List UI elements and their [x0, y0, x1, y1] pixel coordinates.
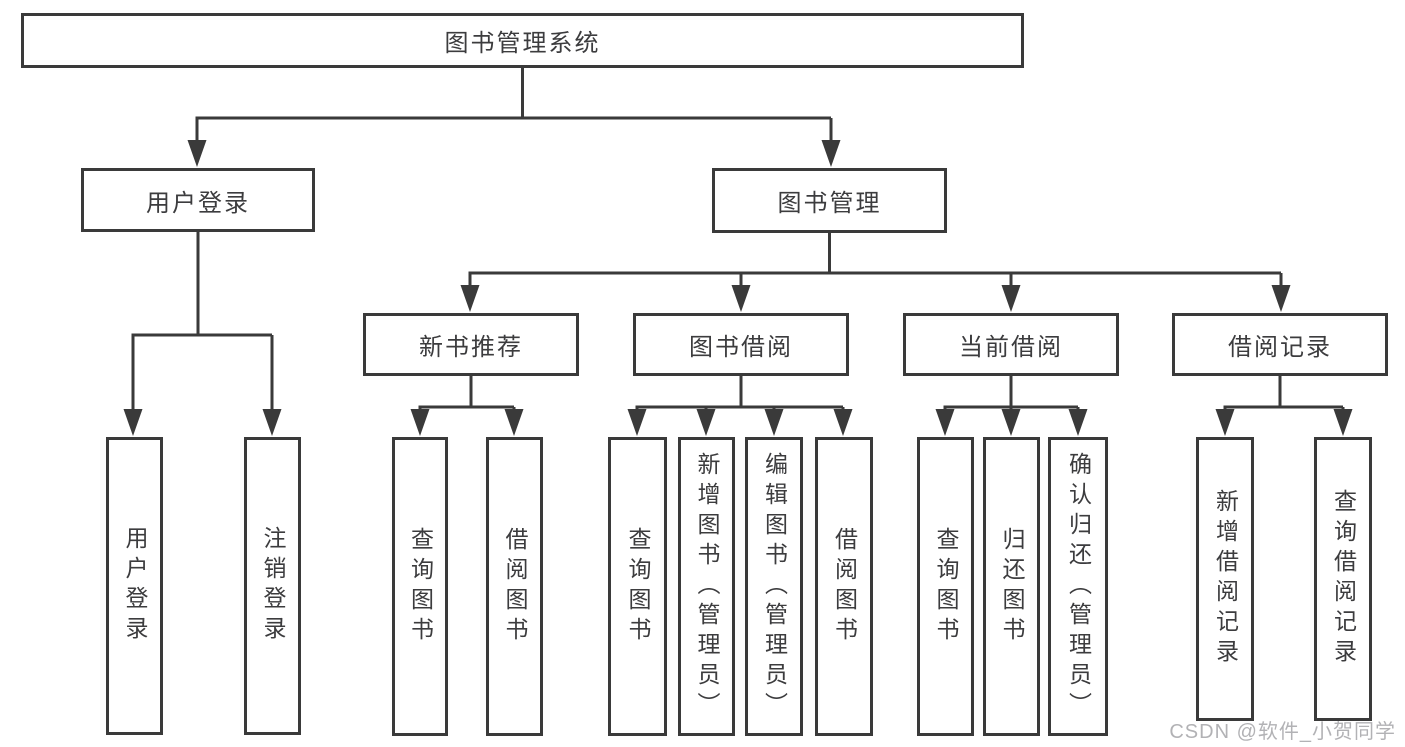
arrow-head-icon — [696, 409, 716, 436]
arrow-head-icon — [410, 409, 430, 436]
arrow-head-icon — [1215, 409, 1235, 436]
node-return-book: 归还图书 — [983, 437, 1040, 736]
node-label: 图书借阅 — [689, 334, 793, 361]
connector — [468, 233, 1283, 289]
node-confirm-return-admin: 确认归还（管理员） — [1048, 437, 1108, 736]
node-query-book-borrow: 查询图书 — [608, 437, 667, 736]
node-book-borrowing: 图书借阅 — [633, 313, 849, 376]
node-label: 借阅图书 — [831, 526, 858, 647]
arrow-head-icon — [821, 140, 841, 167]
node-label: 新书推荐 — [419, 334, 523, 361]
node-add-book-admin: 新增图书（管理员） — [678, 437, 735, 736]
arrow-head-icon — [1068, 409, 1088, 436]
arrow-head-icon — [187, 140, 207, 167]
node-query-book-rec: 查询图书 — [392, 437, 448, 736]
node-label: 借阅记录 — [1228, 334, 1332, 361]
arrow-head-icon — [460, 285, 480, 312]
node-new-book-recommend: 新书推荐 — [363, 313, 579, 376]
node-query-borrow-record: 查询借阅记录 — [1314, 437, 1372, 721]
node-label: 用户登录 — [122, 526, 148, 646]
arrow-head-icon — [833, 409, 853, 436]
node-label: 查询图书 — [625, 526, 651, 647]
node-library-system-root: 图书管理系统 — [21, 13, 1024, 68]
node-label: 确认归还（管理员） — [1065, 451, 1092, 722]
node-label: 借阅图书 — [502, 526, 528, 647]
connector — [195, 68, 833, 144]
node-label: 查询借阅记录 — [1330, 489, 1357, 669]
arrow-head-icon — [504, 409, 524, 436]
node-label: 新增图书（管理员） — [694, 451, 720, 722]
arrow-head-icon — [627, 409, 647, 436]
node-label: 图书管理 — [777, 190, 882, 217]
connector — [635, 376, 845, 413]
arrow-head-icon — [1333, 409, 1353, 436]
node-borrow-book-leaf: 借阅图书 — [815, 437, 873, 736]
node-borrow-book-rec: 借阅图书 — [486, 437, 543, 736]
node-label: 新增借阅记录 — [1212, 489, 1239, 669]
arrow-head-icon — [1001, 285, 1021, 312]
node-add-borrow-record: 新增借阅记录 — [1196, 437, 1254, 721]
arrow-head-icon — [764, 409, 784, 436]
node-label: 图书管理系统 — [444, 30, 601, 57]
connector — [943, 376, 1080, 413]
arrow-head-icon — [262, 409, 282, 436]
node-query-book-current: 查询图书 — [917, 437, 974, 736]
arrow-head-icon — [731, 285, 751, 312]
node-user-login-branch: 用户登录 — [81, 168, 315, 232]
node-label: 当前借阅 — [959, 334, 1063, 361]
connector — [1223, 376, 1345, 413]
node-book-management-branch: 图书管理 — [712, 168, 947, 233]
watermark: CSDN @软件_小贺同学 — [1169, 721, 1396, 743]
node-current-borrowing: 当前借阅 — [903, 313, 1119, 376]
arrow-head-icon — [123, 409, 143, 436]
node-borrowing-records: 借阅记录 — [1172, 313, 1388, 376]
node-edit-book-admin: 编辑图书（管理员） — [745, 437, 803, 736]
node-label: 查询图书 — [407, 526, 434, 647]
arrow-head-icon — [1271, 285, 1291, 312]
connector — [131, 232, 274, 413]
node-logout-leaf: 注销登录 — [244, 437, 301, 735]
connector — [418, 376, 516, 413]
node-label: 归还图书 — [999, 526, 1025, 647]
node-user-login-leaf: 用户登录 — [106, 437, 163, 735]
arrow-head-icon — [935, 409, 955, 436]
arrow-head-icon — [1001, 409, 1021, 436]
node-label: 用户登录 — [146, 189, 250, 217]
node-label: 注销登录 — [260, 526, 286, 646]
node-label: 查询图书 — [933, 526, 959, 647]
node-label: 编辑图书（管理员） — [761, 451, 788, 722]
